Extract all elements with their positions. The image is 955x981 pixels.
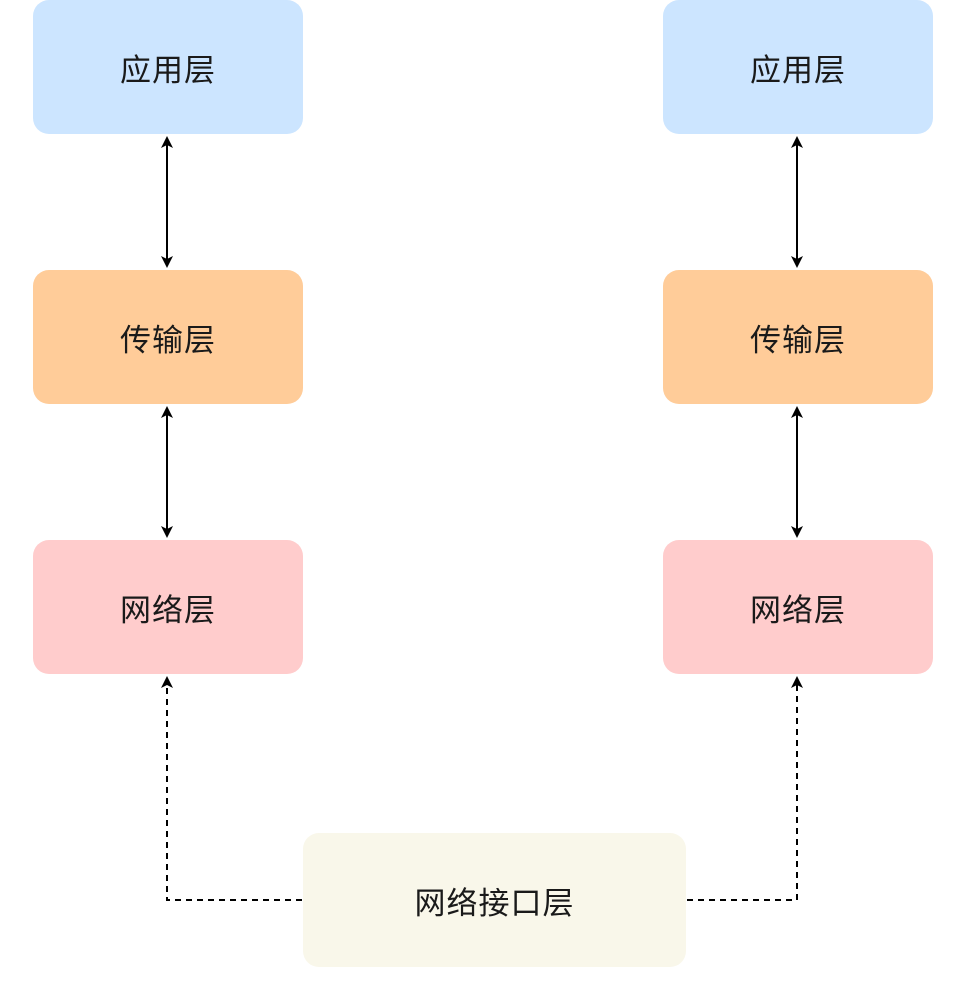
right-application-layer: 应用层 xyxy=(663,0,933,134)
right-network-layer: 网络层 xyxy=(663,540,933,674)
right-transport-layer: 传输层 xyxy=(663,270,933,404)
left-dashed-arrow-interface-network xyxy=(161,676,302,901)
right-application-layer-label: 应用层 xyxy=(750,52,846,89)
right-transport-layer-label: 传输层 xyxy=(750,322,846,359)
left-network-layer-label: 网络层 xyxy=(120,592,216,629)
left-application-layer: 应用层 xyxy=(33,0,303,134)
left-transport-layer-label: 传输层 xyxy=(120,322,216,359)
left-network-layer: 网络层 xyxy=(33,540,303,674)
right-network-layer-label: 网络层 xyxy=(750,592,846,629)
left-transport-layer: 传输层 xyxy=(33,270,303,404)
network-interface-layer: 网络接口层 xyxy=(303,833,686,967)
left-application-layer-label: 应用层 xyxy=(120,52,216,89)
right-dashed-arrow-interface-network xyxy=(687,676,803,901)
network-interface-layer-label: 网络接口层 xyxy=(414,885,575,922)
